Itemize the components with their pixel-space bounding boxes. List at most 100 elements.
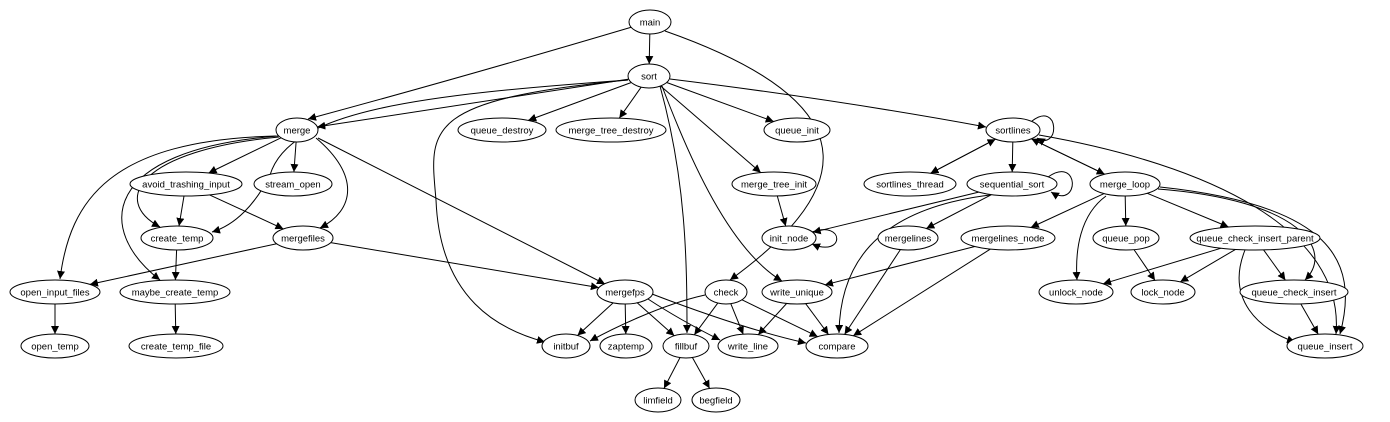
node-shape <box>704 279 748 305</box>
node-shape <box>140 225 214 251</box>
node-write-line: write_line <box>717 333 779 359</box>
node-queue-init: queue_init <box>763 117 831 143</box>
node-create-temp: create_temp <box>140 225 214 251</box>
edge-merge-to-avoid-trashing-input <box>208 137 282 174</box>
edge-queue-pop-to-lock-node <box>1133 249 1156 281</box>
node-label: queue_destroy <box>471 126 534 137</box>
edge-mergelines-node-to-write-unique <box>824 246 975 287</box>
node-label: sequential_sort <box>980 180 1045 191</box>
edge-sortlines-thread-to-sortlines <box>930 138 996 174</box>
node-stream-open: stream_open <box>253 171 333 197</box>
edge-layer <box>51 26 1346 389</box>
node-label: create_temp_file <box>141 342 211 353</box>
edge-mergelines-to-compare <box>844 249 901 335</box>
node-shape <box>966 171 1058 197</box>
node-shape <box>761 279 833 305</box>
node-begfield: begfield <box>691 387 741 413</box>
node-label: init_node <box>770 234 809 245</box>
edge-sort-to-sortlines <box>669 78 987 130</box>
edge-sort-to-fillbuf <box>659 85 691 334</box>
node-shape <box>20 333 90 359</box>
edge-avoid-trashing-input-to-create-temp <box>176 195 185 227</box>
node-queue-destroy: queue_destroy <box>457 117 547 143</box>
node-main: main <box>628 9 672 35</box>
node-shape <box>272 225 334 251</box>
node-sort: sort <box>627 63 671 89</box>
node-limfield: limfield <box>634 387 682 413</box>
node-shape <box>253 171 333 197</box>
edge-main-to-merge <box>307 26 633 121</box>
edge-sort-to-merge <box>317 78 629 130</box>
node-shape <box>1189 225 1321 251</box>
edge-queue-check-insert-parent-to-lock-node <box>1179 248 1236 283</box>
node-shape <box>1038 279 1114 305</box>
edge-mergefps-to-initbuf <box>577 302 614 336</box>
node-avoid-trashing-input: avoid_trashing_input <box>129 171 243 197</box>
edge-sortlines-to-sortlines <box>1031 115 1055 146</box>
edge-mergefps-to-write-line <box>647 298 721 341</box>
node-sortlines: sortlines <box>985 117 1041 143</box>
edge-merge-tree-init-to-init-node <box>776 195 788 227</box>
node-label: create_temp <box>151 234 204 245</box>
node-shape <box>1092 225 1160 251</box>
node-label: sortlines <box>995 126 1031 137</box>
edge-check-to-write-line <box>730 303 744 335</box>
node-shape <box>1130 279 1196 305</box>
edge-sort-to-write-unique <box>661 85 783 282</box>
node-shape <box>662 333 710 359</box>
node-check: check <box>704 279 748 305</box>
edge-merge-loop-to-mergelines-node <box>1030 193 1105 228</box>
node-initbuf: initbuf <box>541 333 591 359</box>
node-shape <box>457 117 547 143</box>
node-shape <box>985 117 1041 143</box>
node-shape <box>761 225 817 251</box>
edge-sortlines-to-sequential-sort <box>1008 141 1017 173</box>
node-mergelines: mergelines <box>877 225 939 251</box>
edge-sort-to-merge-tree-init <box>660 85 762 173</box>
edge-merge-loop-to-queue-check-insert-parent <box>1147 192 1229 228</box>
node-zaptemp: zaptemp <box>599 333 653 359</box>
edge-merge-loop-to-unlock-node <box>1072 195 1107 281</box>
node-shape <box>128 333 224 359</box>
edge-queue-check-insert-to-queue-insert <box>1300 303 1319 335</box>
node-shape <box>763 117 831 143</box>
edge-merge-loop-to-queue-check-insert <box>1157 188 1316 281</box>
node-label: merge_loop <box>1100 180 1150 191</box>
node-maybe-create-temp: maybe_create_temp <box>119 279 231 305</box>
edge-queue-check-insert-parent-to-queue-check-insert <box>1263 249 1286 281</box>
edge-maybe-create-temp-to-create-temp-file <box>171 303 180 335</box>
node-compare: compare <box>805 333 869 359</box>
node-label: sort <box>641 72 657 83</box>
edge-fillbuf-to-begfield <box>691 357 711 389</box>
edge-avoid-trashing-input-to-mergefiles <box>209 194 284 230</box>
node-label: fillbuf <box>675 342 698 353</box>
node-label: stream_open <box>265 180 320 191</box>
node-queue-check-insert-parent: queue_check_insert_parent <box>1189 225 1321 251</box>
node-label: initbuf <box>553 342 579 353</box>
edge-fillbuf-to-limfield <box>663 357 681 389</box>
node-label: queue_init <box>775 126 819 137</box>
node-shape <box>596 279 654 305</box>
edge-mergefps-to-compare <box>651 293 807 346</box>
node-create-temp-file: create_temp_file <box>128 333 224 359</box>
node-mergelines-node: mergelines_node <box>960 225 1056 251</box>
node-label: unlock_node <box>1049 288 1103 299</box>
node-shape <box>129 171 243 197</box>
edge-queue-check-insert-parent-to-unlock-node <box>1102 247 1222 286</box>
node-label: zaptemp <box>608 342 644 353</box>
edge-write-unique-to-write-line <box>757 303 787 336</box>
edge-sort-to-queue-init <box>666 82 774 123</box>
edge-mergefps-to-zaptemp <box>621 303 630 335</box>
node-shape <box>877 225 939 251</box>
edge-sort-to-create-temp <box>211 79 629 234</box>
node-queue-check-insert: queue_check_insert <box>1239 279 1349 305</box>
node-label: write_line <box>727 342 768 353</box>
node-label: limfield <box>643 396 673 407</box>
edge-sort-to-merge-tree-destroy <box>618 86 642 119</box>
node-shape <box>541 333 591 359</box>
node-shape <box>634 387 682 413</box>
edge-mergefiles-to-open-input-files <box>89 243 277 287</box>
node-shape <box>960 225 1056 251</box>
node-merge-tree-init: merge_tree_init <box>731 171 817 197</box>
node-label: mergelines_node <box>972 234 1045 245</box>
